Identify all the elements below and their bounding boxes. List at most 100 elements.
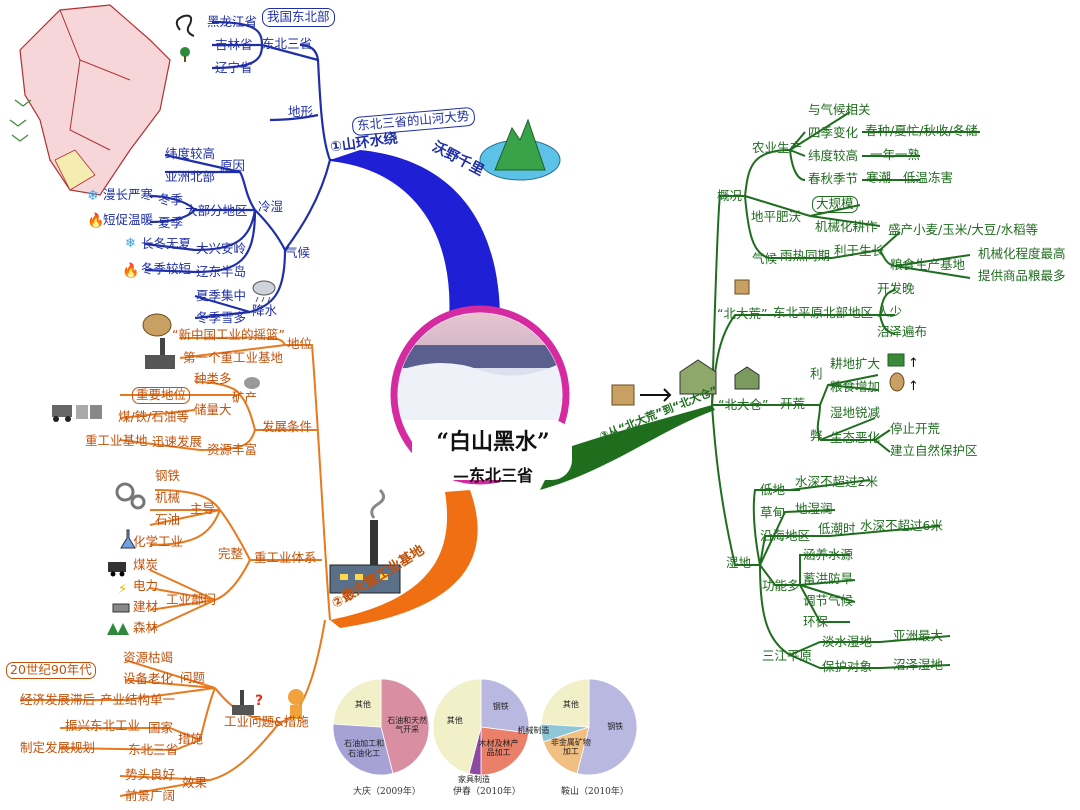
cause-north-asia: 亚洲北部 <box>165 169 216 184</box>
svg-text:?: ? <box>255 693 263 709</box>
coastal-label: 沿海地区 <box>760 528 811 543</box>
reclaim-label: 开荒 <box>780 396 806 411</box>
coal-iron-oil: 煤/铁/石油等 <box>118 409 189 424</box>
effect-bright: 前景广阔 <box>125 788 176 803</box>
function-env: 环保 <box>803 614 829 629</box>
crops: 盛产小麦/玉米/大豆/水稻等 <box>888 222 1039 237</box>
problem-depletion: 资源枯竭 <box>123 650 174 665</box>
agri-spring-autumn: 春秋季节 <box>808 171 859 186</box>
branch2-trunk <box>330 490 478 628</box>
pie-slice-1-1 <box>480 726 530 776</box>
mine-cart-icon <box>52 405 102 422</box>
pie-label-2-1: 非金属矿物加工 <box>550 738 591 757</box>
thinking-person-icon <box>288 689 304 719</box>
bdh-late: 开发晚 <box>877 281 915 296</box>
trees-icon <box>107 623 129 635</box>
position-label: 地位 <box>287 336 313 351</box>
cause-label: 原因 <box>220 158 246 173</box>
pie-label-2-3: 其他 <box>562 699 579 709</box>
northeast-note: 我国东北部 <box>262 8 335 27</box>
snowflake-icon-2: ❄ <box>125 236 136 251</box>
factory-icon-large <box>329 488 401 594</box>
measures-label: 措施 <box>178 731 204 746</box>
climate-green: 气候 <box>752 251 778 266</box>
harm-wetland: 湿地锐减 <box>830 405 881 420</box>
liaodong-label: 辽东半岛 <box>196 264 247 279</box>
meadow-label: 草甸 <box>760 505 786 520</box>
benefit-farmland: 耕地扩大 <box>830 356 881 371</box>
pie-caption-2: 鞍山（2010年） <box>561 787 629 797</box>
heavy-base: 重工业基地 <box>85 433 148 448</box>
straw-icon-large <box>611 384 635 406</box>
northeast-map-icon <box>9 4 171 196</box>
up-arrow-icon-2: ↑ <box>908 379 919 394</box>
coal-cart-icon <box>108 562 126 577</box>
province-jilin: 吉林省 <box>215 37 253 52</box>
province-heilongjiang: 黑龙江省 <box>207 14 258 29</box>
effect-label: 效果 <box>182 775 208 790</box>
fire-icon-2: 🔥 <box>122 262 139 279</box>
lowland-desc: 水深不超过2米 <box>795 474 878 489</box>
pie-label-1-1: 木材及林产品加工 <box>478 738 519 757</box>
position-first-base: 第一个重工业基地 <box>183 350 284 365</box>
industry-sectors-label: 工业部门 <box>166 592 217 607</box>
precip-summer: 夏季集中 <box>196 288 247 303</box>
bdh-few-people: 人少 <box>877 304 903 319</box>
leading-oil: 石油 <box>155 512 181 527</box>
swamp-wetland: 沼泽湿地 <box>893 657 944 672</box>
rock-icon <box>244 377 260 389</box>
harm-label: 弊 <box>810 428 823 443</box>
nature-reserve: 建立自然保护区 <box>890 443 978 458</box>
era-label: 20世纪90年代 <box>6 662 96 679</box>
benefit-label: 利 <box>810 366 823 381</box>
snake-icon <box>175 14 195 37</box>
low-tide-desc: 水深不超过6米 <box>860 518 943 533</box>
daxinganling-desc: 长冬无夏 <box>141 236 192 251</box>
flat-fertile: 地平肥沃 <box>751 209 802 224</box>
position-cradle: “新中国工业的摇篮” <box>172 327 285 342</box>
pie-charts <box>332 678 638 776</box>
pie-slice-2-1 <box>542 726 590 774</box>
pie-label-2-2: 机械制造 <box>517 726 550 736</box>
agri-latitude: 纬度较高 <box>808 148 859 163</box>
function-water: 涵养水源 <box>803 547 854 562</box>
pie-slice-2-3 <box>540 678 590 728</box>
barn-icon <box>734 366 760 390</box>
mech-highest: 机械化程度最高 <box>978 246 1066 261</box>
fast-development: 迅速发展 <box>152 434 203 449</box>
branch1-trunk <box>329 159 472 321</box>
pie-slice-1-0 <box>480 678 530 734</box>
effect-good: 势头良好 <box>125 767 176 782</box>
sector-building: 建材 <box>133 599 159 614</box>
factory-question-icon: ? <box>232 690 263 715</box>
grain-base: 粮食生产基地 <box>890 257 966 272</box>
problem-structure: 产业结构单一 <box>100 692 176 707</box>
problem-aging: 设备老化 <box>123 671 174 686</box>
climate-label: 气候 <box>285 245 311 260</box>
conditions-label: 发展条件 <box>262 419 313 434</box>
snowflake-icon: ❄ <box>87 188 99 204</box>
pie-label-0-2: 其他 <box>354 699 371 709</box>
beidacang-label: “北大仓” <box>718 397 769 412</box>
large-reserves: 储量大 <box>194 402 232 417</box>
most-area-label: 大部分地区 <box>185 203 248 218</box>
winter-label: 冬季 <box>158 192 184 207</box>
arrow-icon <box>640 388 672 402</box>
province-liaoning: 辽宁省 <box>215 60 253 75</box>
commodity-grain: 提供商品粮最多 <box>978 268 1066 283</box>
leading-steel: 钢铁 <box>155 468 181 483</box>
sector-coal: 煤炭 <box>133 557 159 572</box>
up-arrow-icon: ↑ <box>908 356 919 371</box>
many-types: 种类多 <box>194 371 232 386</box>
flask-icon <box>120 529 136 549</box>
agri-climate: 与气候相关 <box>808 102 871 117</box>
pie-label-1-3: 其他 <box>446 715 463 725</box>
mechanized: 机械化耕作 <box>815 219 878 234</box>
pie-caption-1: 伊春（2010年） <box>453 787 521 797</box>
summer-desc: 短促温暖 <box>103 212 154 227</box>
tree-icon <box>180 47 190 62</box>
pie-label-0-0: 石油和天然气开采 <box>387 715 428 734</box>
gear-icon <box>115 482 146 510</box>
problems-label: 问题 <box>180 670 206 685</box>
